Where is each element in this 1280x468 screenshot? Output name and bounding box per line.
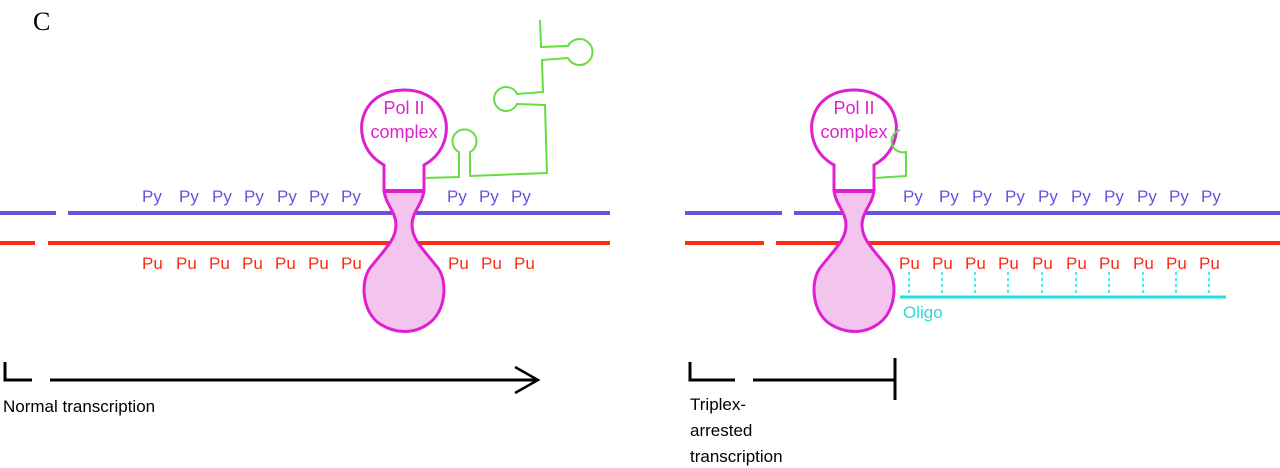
pu-label: Pu [1032, 254, 1053, 273]
py-label: Py [277, 187, 297, 206]
pu-label: Pu [1199, 254, 1220, 273]
transcription-line [3, 362, 538, 382]
right-py-labels: Py Py Py Py Py Py Py Py Py Py [903, 187, 1221, 206]
py-label: Py [447, 187, 467, 206]
panel-label: C [33, 7, 50, 36]
right-pol-ii-complex: Pol II complex [810, 88, 898, 333]
pu-label: Pu [1166, 254, 1187, 273]
py-label: Py [972, 187, 992, 206]
py-label: Py [179, 187, 199, 206]
pu-label: Pu [448, 254, 469, 273]
pol-upper-bulb [810, 88, 898, 191]
left-py-labels: Py Py Py Py Py Py Py Py Py Py [142, 187, 531, 206]
pol-label: complex [820, 122, 887, 142]
left-panel: Py Py Py Py Py Py Py Py Py Py Pu Pu Pu P… [0, 19, 610, 416]
pu-label: Pu [965, 254, 986, 273]
py-label: Py [939, 187, 959, 206]
pu-label: Pu [481, 254, 502, 273]
py-label: Py [479, 187, 499, 206]
right-panel: Py Py Py Py Py Py Py Py Py Py Pu Pu Pu P… [685, 88, 1280, 466]
py-label: Py [142, 187, 162, 206]
right-pu-labels: Pu Pu Pu Pu Pu Pu Pu Pu Pu Pu [899, 254, 1220, 273]
pu-label: Pu [1133, 254, 1154, 273]
pu-label: Pu [242, 254, 263, 273]
pol-lower-body [362, 189, 446, 333]
left-pol-ii-complex: Pol II complex [360, 88, 448, 333]
short-nascent-rna [874, 129, 907, 179]
pu-label: Pu [275, 254, 296, 273]
left-dna-duplex [0, 211, 610, 245]
py-label: Py [1201, 187, 1221, 206]
pol-lower-body [812, 189, 896, 333]
pu-label: Pu [998, 254, 1019, 273]
py-label: Py [903, 187, 923, 206]
pol-label: complex [370, 122, 437, 142]
py-label: Py [1104, 187, 1124, 206]
pol-label: Pol II [833, 98, 874, 118]
pu-label: Pu [1066, 254, 1087, 273]
py-label: Py [341, 187, 361, 206]
py-label: Py [1005, 187, 1025, 206]
rna-hairpins [424, 19, 594, 179]
left-nascent-rna [424, 19, 594, 179]
pol-label: Pol II [383, 98, 424, 118]
right-caption: Triplex- [690, 395, 746, 414]
py-label: Py [244, 187, 264, 206]
pol-upper-bulb [360, 88, 448, 191]
left-caption: Normal transcription [3, 397, 155, 416]
left-transcription-arrow: Normal transcription [3, 362, 541, 416]
py-label: Py [1169, 187, 1189, 206]
hoogsteen-bonds [908, 272, 1210, 296]
left-pu-labels: Pu Pu Pu Pu Pu Pu Pu Pu Pu Pu [142, 254, 535, 273]
pu-label: Pu [142, 254, 163, 273]
pu-label: Pu [341, 254, 362, 273]
oligo-triplex: Oligo [900, 272, 1226, 322]
pu-label: Pu [1099, 254, 1120, 273]
arrowhead-icon [514, 365, 541, 395]
pu-label: Pu [209, 254, 230, 273]
right-transcription-bar: Triplex- arrested transcription [688, 358, 897, 466]
arrested-transcription-line [688, 358, 897, 400]
py-label: Py [511, 187, 531, 206]
right-dna-duplex [685, 211, 1280, 245]
right-caption: arrested [690, 421, 752, 440]
py-label: Py [1137, 187, 1157, 206]
pu-label: Pu [932, 254, 953, 273]
py-label: Py [1038, 187, 1058, 206]
py-label: Py [309, 187, 329, 206]
right-caption: transcription [690, 447, 783, 466]
pu-label: Pu [514, 254, 535, 273]
pu-label: Pu [308, 254, 329, 273]
pu-label: Pu [899, 254, 920, 273]
oligo-label: Oligo [903, 303, 943, 322]
py-label: Py [212, 187, 232, 206]
pu-label: Pu [176, 254, 197, 273]
py-label: Py [1071, 187, 1091, 206]
